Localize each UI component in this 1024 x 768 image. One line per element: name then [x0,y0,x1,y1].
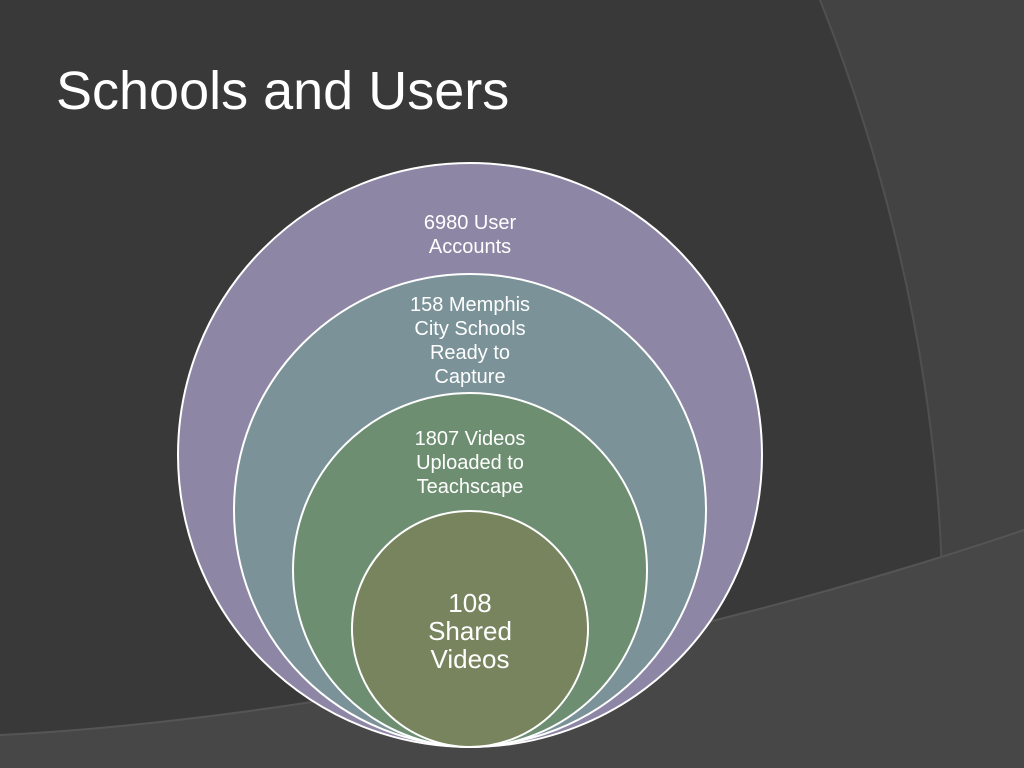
slide-title: Schools and Users [56,61,510,121]
ring-label-videos-uploaded: 1807 Videos Uploaded to Teachscape [414,428,526,498]
ring-label-user-accounts: 6980 User Accounts [423,212,517,258]
ring-label-shared-videos: 108 Shared Videos [428,588,512,674]
ring-shared-videos [351,510,589,748]
background-bottom-band [0,530,1024,768]
ring-label-schools-ready: 158 Memphis City Schools Ready to Captur… [409,294,531,388]
